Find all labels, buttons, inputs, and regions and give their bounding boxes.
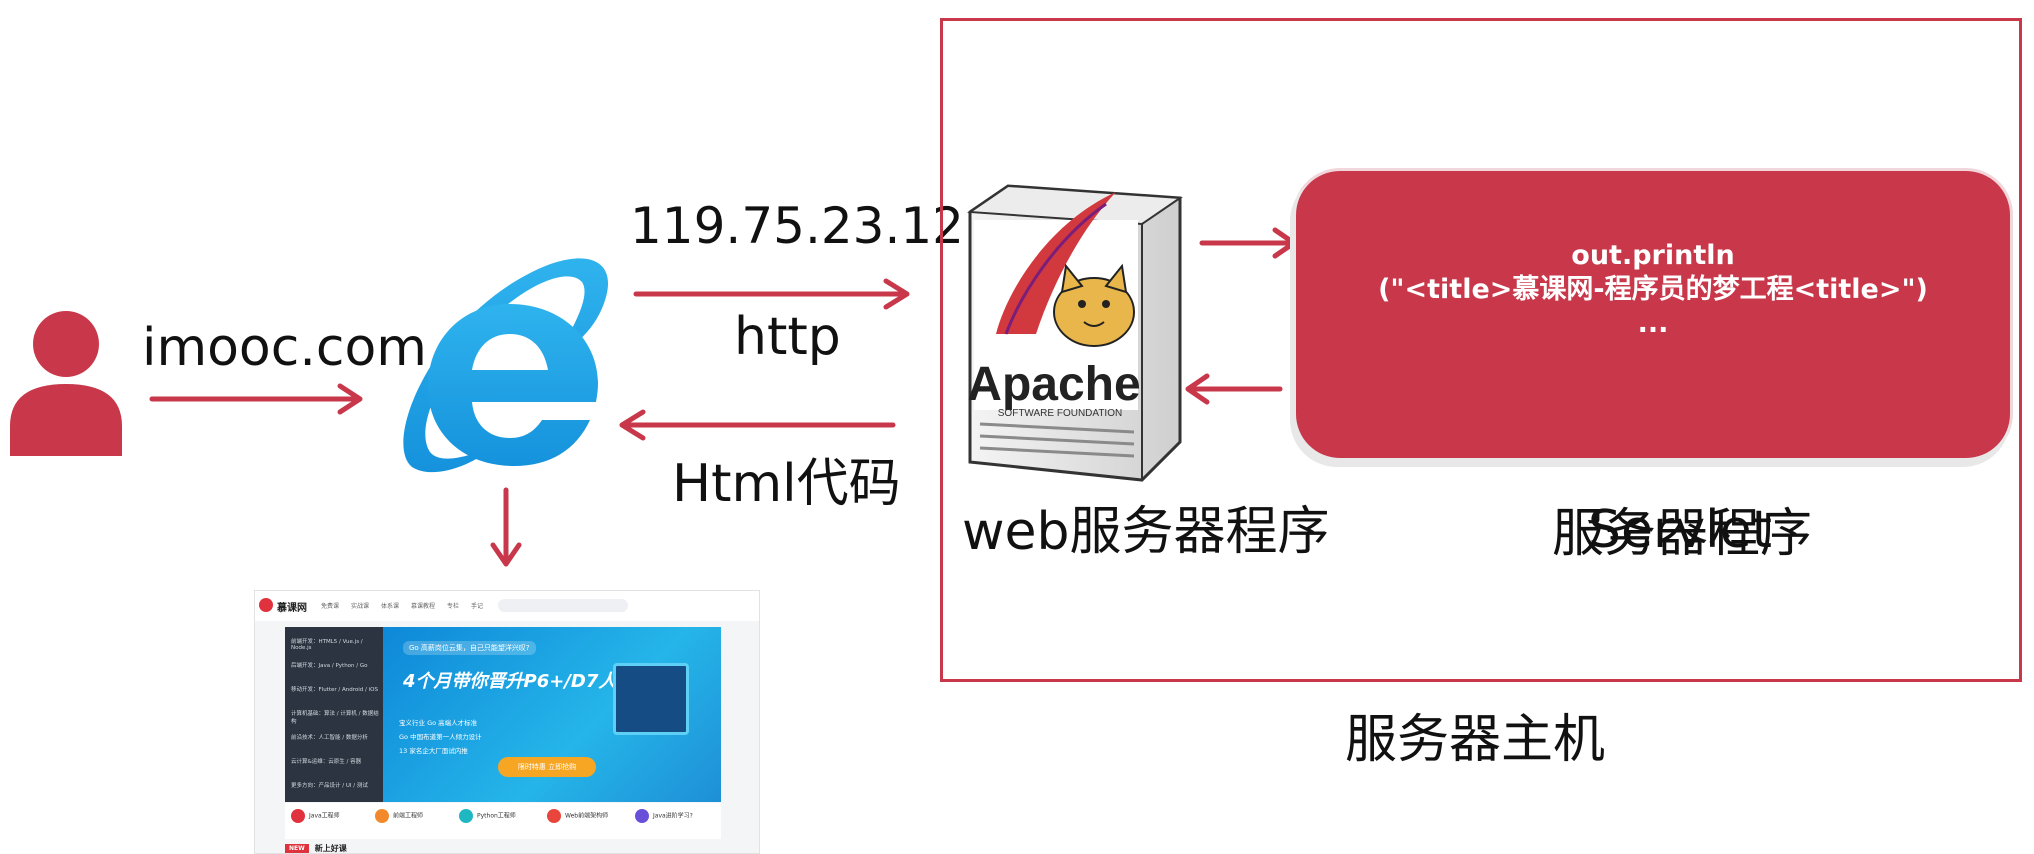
domain-label: imooc.com (142, 318, 427, 378)
webpage-category-sidebar: 前端开发：HTML5 / Vue.js / Node.js 后端开发：Java … (285, 627, 383, 802)
webpage-category-item: 后端开发：Java / Python / Go (291, 663, 368, 669)
webpage-search-field (498, 599, 628, 612)
webpage-nav-1: 免费课 (321, 603, 340, 610)
servlet-code-line-3: ... (1637, 308, 1669, 339)
webpage-nav-2: 实战课 (351, 603, 370, 610)
webpage-course-card-label: Java进阶学习? (653, 812, 693, 820)
webpage-category-item: 移动开发：Flutter / Android / iOS (291, 687, 378, 693)
web-server-label: web服务器程序 (962, 502, 1330, 562)
arrow-request (633, 278, 910, 310)
webpage-new-courses-heading: NEW 新上好课 (285, 843, 347, 853)
apache-server-icon: Apache SOFTWARE FOUNDATION (967, 184, 1183, 482)
webpage-banner: Go 高薪岗位云集，自己只能望洋兴叹? 4个月带你晋升P6+/D7人才 宝义行业… (383, 627, 721, 802)
webpage-category-item: 更多方向：产品设计 / UI / 测试 (291, 783, 368, 789)
rendered-webpage-screenshot: 慕课网 免费课 实战课 体系课 慕课教程 专栏 手记 前端开发：HTML5 / … (254, 590, 760, 854)
webpage-course-card: Java工程师 (291, 809, 340, 823)
servlet-label-overlap-2: 服务器程序 (1552, 504, 1813, 564)
http-label: http (734, 307, 841, 367)
webpage-banner-point: Go 中国布道第一人倾力设计 (399, 733, 482, 741)
server-host-box (940, 18, 2022, 682)
internet-explorer-icon (403, 258, 609, 473)
webpage-category-item: 前端开发：HTML5 / Vue.js / Node.js (291, 639, 363, 651)
user-icon (10, 311, 122, 456)
webpage-course-card: Python工程师 (459, 809, 516, 823)
servlet-code-box: out.println ("<title>慕课网-程序员的梦工程<title>"… (1296, 171, 2010, 458)
webpage-new-tag: NEW (285, 844, 309, 853)
apache-brand-text: Apache (967, 358, 1140, 411)
webpage-nav-6: 手记 (471, 603, 484, 610)
webpage-banner-point: 宝义行业 Go 高端人才标准 (399, 719, 478, 727)
webpage-course-card: Java进阶学习? (635, 809, 693, 823)
servlet-code: out.println ("<title>慕课网-程序员的梦工程<title>"… (1296, 239, 2010, 341)
ip-label: 119.75.23.12 (630, 197, 964, 255)
webpage-banner-button: 限时特惠 立即抢购 (498, 757, 596, 777)
webpage-logo-text: 慕课网 (277, 603, 307, 614)
webpage-course-card-label: Python工程师 (477, 812, 516, 820)
webpage-course-card-label: Web前端架构师 (565, 812, 609, 820)
webpage-banner-illustration (613, 663, 689, 735)
servlet-label-overlap-1: Servlet (1588, 500, 1772, 560)
servlet-code-line-2: ("<title>慕课网-程序员的梦工程<title>") (1378, 274, 1928, 305)
html-code-label: Html代码 (672, 454, 901, 514)
webpage-banner-title: 4个月带你晋升P6+/D7人才 (403, 671, 635, 692)
arrow-render-down (490, 487, 522, 567)
arrow-from-servlet (1185, 373, 1283, 405)
webpage-nav-3: 体系课 (381, 603, 400, 610)
webpage-nav-4: 慕课教程 (411, 603, 436, 610)
arrow-user-to-browser (149, 383, 363, 415)
webpage-banner-subtitle: Go 高薪岗位云集，自己只能望洋兴叹? (403, 641, 536, 655)
webpage-top-bar: 慕课网 免费课 实战课 体系课 慕课教程 专栏 手记 (255, 591, 759, 621)
webpage-course-card-label: 前端工程师 (393, 812, 424, 820)
webpage-category-item: 云计算&运维：云原生 / 容器 (291, 759, 362, 765)
webpage-new-courses-title: 新上好课 (314, 844, 347, 853)
webpage-banner-point: 13 家名企大厂面试内推 (399, 747, 468, 755)
arrow-response (619, 409, 896, 441)
webpage-course-cards: Java工程师 前端工程师 Python工程师 Web前端架构师 Java进阶学… (285, 803, 721, 839)
webpage-logo-icon (259, 598, 273, 612)
webpage-course-card: Web前端架构师 (547, 809, 608, 823)
webpage-category-item: 前沿技术：人工智能 / 数据分析 (291, 735, 368, 741)
apache-subtitle-text: SOFTWARE FOUNDATION (998, 408, 1122, 419)
server-host-label: 服务器主机 (1345, 710, 1606, 770)
webpage-course-card-label: Java工程师 (309, 812, 340, 820)
arrow-to-servlet (1199, 227, 1297, 259)
webpage-category-item: 计算机基础：算法 / 计算机 / 数据结构 (291, 711, 379, 725)
servlet-code-line-1: out.println (1571, 240, 1735, 271)
webpage-course-card: 前端工程师 (375, 809, 423, 823)
webpage-nav-5: 专栏 (447, 603, 460, 610)
